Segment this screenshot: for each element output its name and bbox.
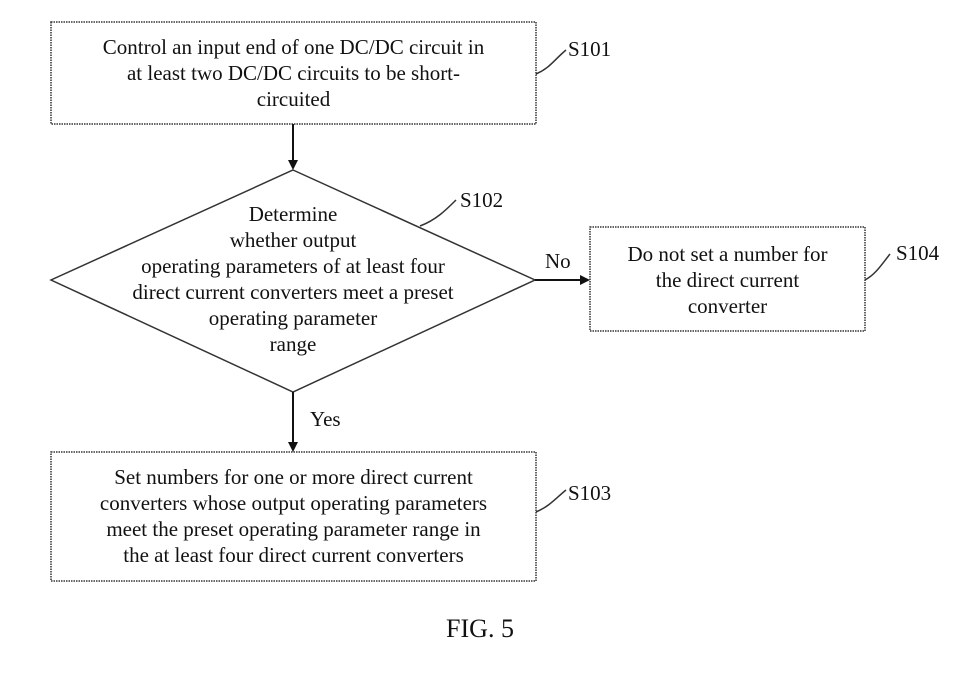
- step-s102-id: S102: [460, 187, 503, 213]
- step-s103-line-1: Set numbers for one or more direct curre…: [114, 464, 473, 490]
- step-s103-line-3: meet the preset operating parameter rang…: [106, 516, 480, 542]
- step-s101-line-1: Control an input end of one DC/DC circui…: [103, 34, 484, 60]
- step-s102-line-4: direct current converters meet a preset: [132, 279, 453, 305]
- step-s102-line-5: operating parameter: [209, 305, 378, 331]
- step-s104-leader: [865, 254, 890, 280]
- step-s102-text: Determine whether output operating param…: [103, 201, 483, 357]
- edge-yes-label: Yes: [310, 406, 341, 432]
- step-s104-text: Do not set a number for the direct curre…: [590, 241, 865, 319]
- step-s102-line-3: operating parameters of at least four: [141, 253, 445, 279]
- step-s103-line-2: converters whose output operating parame…: [100, 490, 487, 516]
- step-s101-line-2: at least two DC/DC circuits to be short-: [127, 60, 460, 86]
- step-s104-line-2: the direct current: [656, 267, 799, 293]
- step-s104-id: S104: [896, 240, 939, 266]
- step-s101-id: S101: [568, 36, 611, 62]
- step-s102-line-2: whether output: [230, 227, 357, 253]
- step-s102-line-1: Determine: [249, 201, 338, 227]
- edge-no-label: No: [545, 248, 571, 274]
- step-s103-text: Set numbers for one or more direct curre…: [51, 464, 536, 568]
- step-s103-leader: [536, 490, 566, 512]
- step-s101-text: Control an input end of one DC/DC circui…: [51, 34, 536, 112]
- step-s104-line-1: Do not set a number for: [627, 241, 827, 267]
- step-s103-id: S103: [568, 480, 611, 506]
- step-s103-line-4: the at least four direct current convert…: [123, 542, 464, 568]
- figure-label: FIG. 5: [430, 616, 530, 642]
- step-s101-line-3: circuited: [257, 86, 330, 112]
- step-s104-line-3: converter: [688, 293, 767, 319]
- step-s102-line-6: range: [270, 331, 317, 357]
- step-s101-leader: [536, 50, 566, 74]
